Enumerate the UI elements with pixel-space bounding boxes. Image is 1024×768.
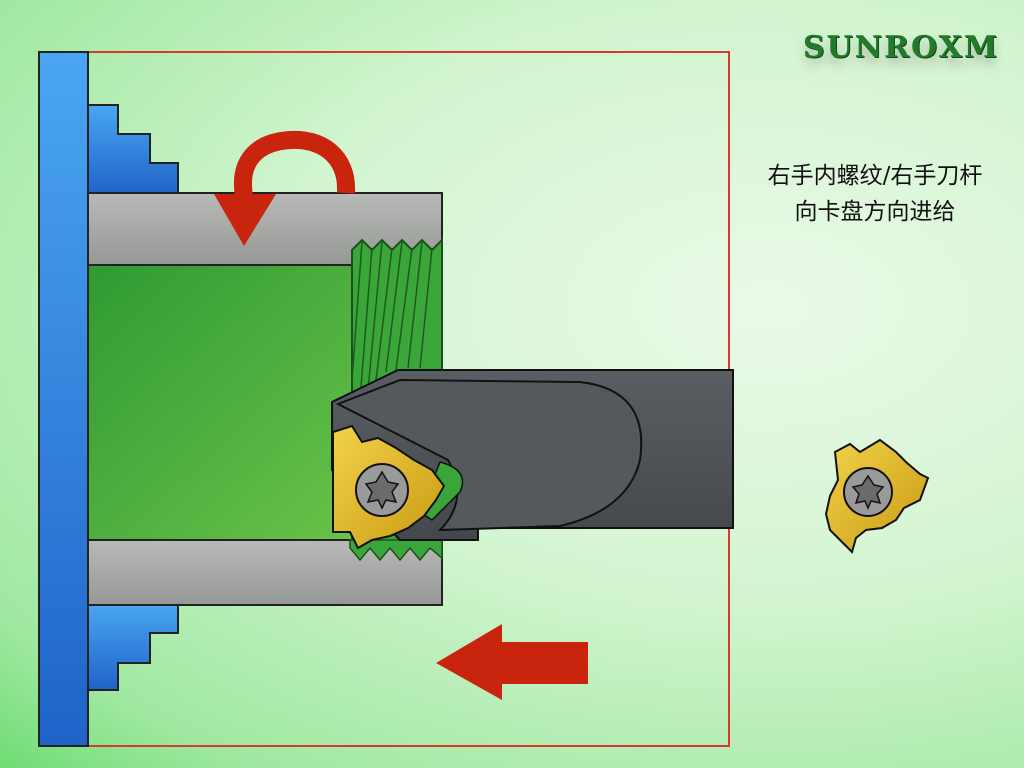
feed-direction-arrow-icon <box>436 624 588 700</box>
spare-insert <box>824 438 930 554</box>
chuck-face <box>38 51 89 747</box>
brand-logo: SUNROXM <box>802 30 1000 65</box>
chuck-jaw-bottom <box>85 603 179 691</box>
diagram-caption: 右手内螺纹/右手刀杆 向卡盘方向进给 <box>740 158 1010 230</box>
caption-line-1: 右手内螺纹/右手刀杆 <box>767 163 983 189</box>
caption-line-2: 向卡盘方向进给 <box>794 199 956 225</box>
rotation-arrow-icon <box>214 130 356 246</box>
cutting-insert <box>332 424 446 550</box>
chuck-jaw-top <box>85 104 179 196</box>
